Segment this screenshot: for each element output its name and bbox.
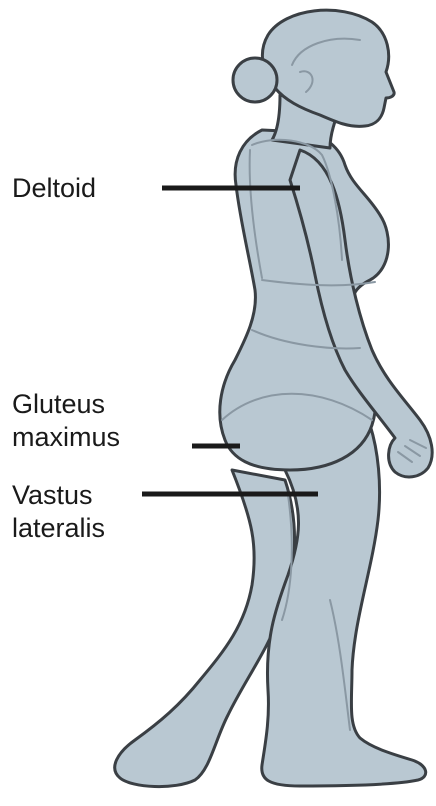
label-gluteus-line2: maximus	[12, 421, 120, 454]
label-gluteus-maximus: Gluteus maximus	[12, 388, 120, 454]
label-vastus-line1: Vastus	[12, 479, 105, 512]
hair-bun	[233, 58, 277, 102]
label-vastus-line2: lateralis	[12, 512, 105, 545]
label-gluteus-line1: Gluteus	[12, 388, 120, 421]
label-deltoid-text: Deltoid	[12, 172, 96, 205]
label-deltoid: Deltoid	[12, 172, 96, 205]
label-vastus-lateralis: Vastus lateralis	[12, 479, 105, 545]
